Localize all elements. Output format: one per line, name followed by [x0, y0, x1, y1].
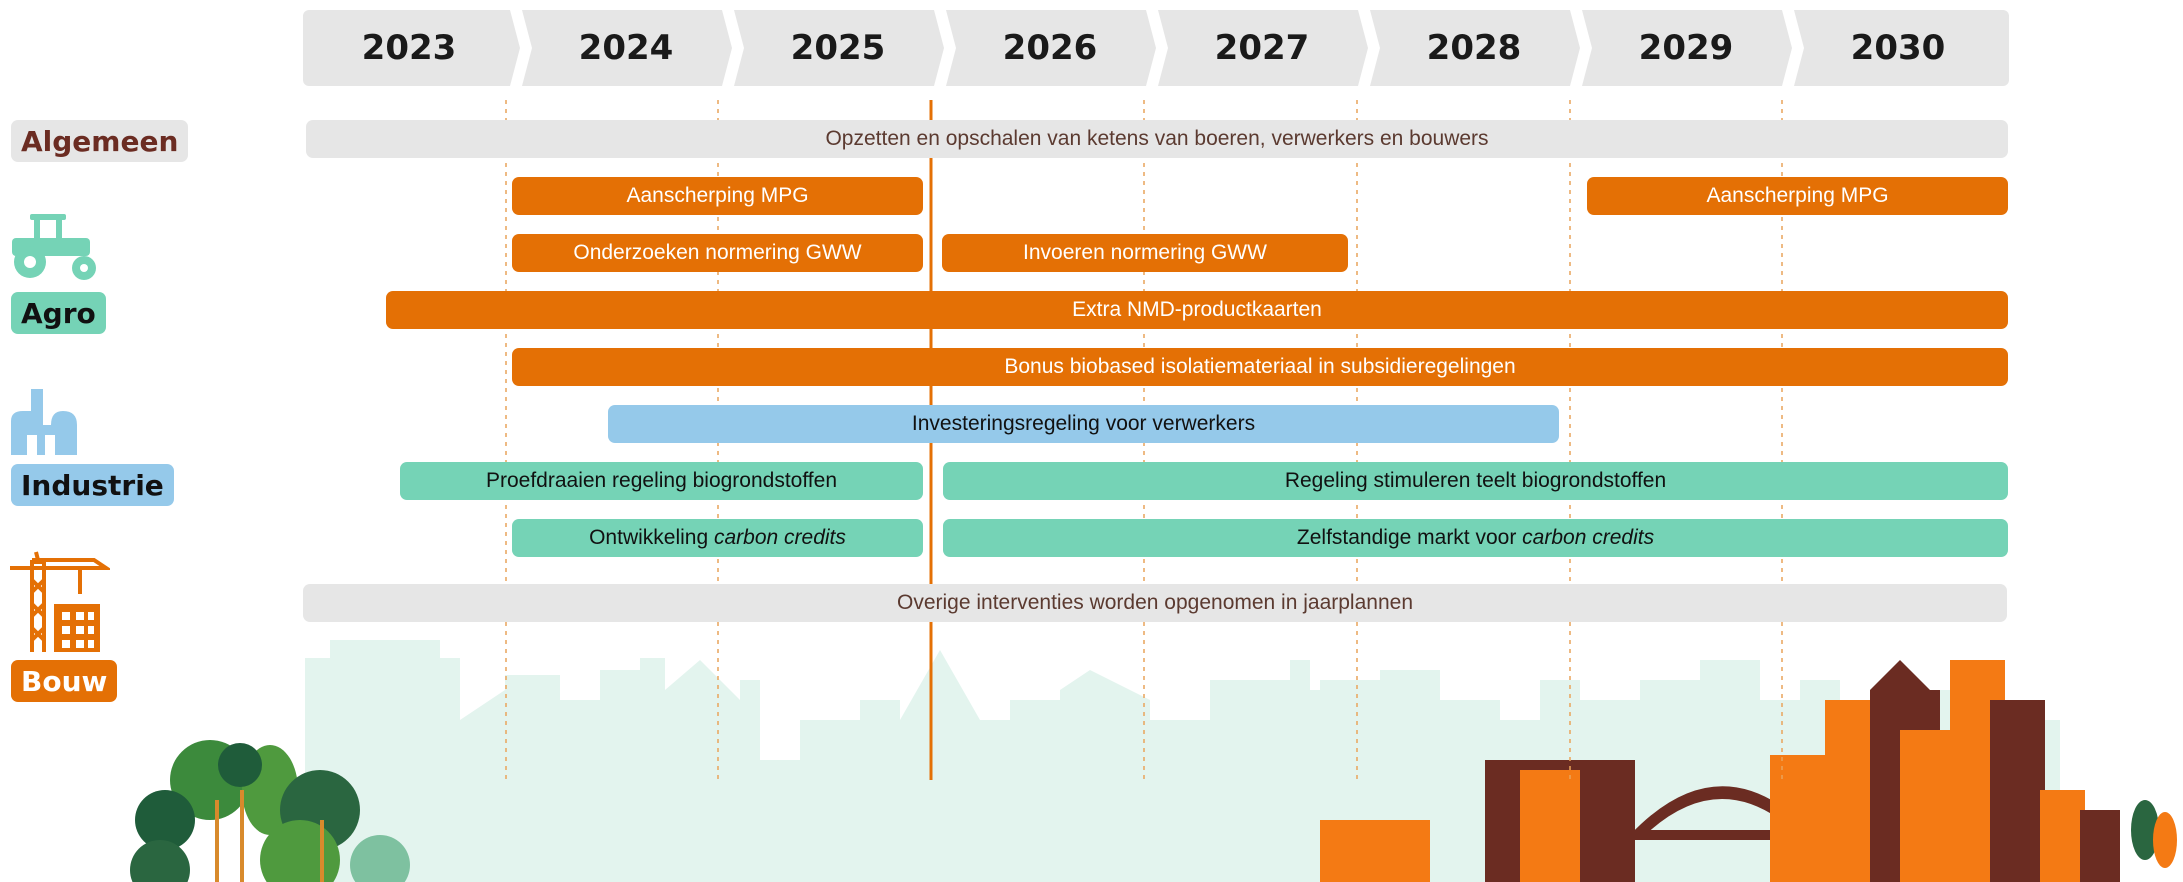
factory-icon [11, 389, 77, 455]
bar-overige-interventies: Overige interventies worden opgenomen in… [303, 584, 2007, 622]
category-algemeen-label: Algemeen [11, 120, 189, 162]
year-2025: 2025 [790, 28, 886, 68]
bar-zelfstandige-markt-carbon-credits: Zelfstandige markt voor carbon credits [943, 519, 2008, 557]
year-2028: 2028 [1426, 28, 1522, 68]
bar-extra-nmd-productkaarten: Extra NMD-productkaarten [386, 291, 2008, 329]
bar-proefdraaien-regeling: Proefdraaien regeling biogrondstoffen [400, 462, 923, 500]
bar-text-italic: carbon credits [1522, 526, 1655, 549]
bar-bonus-biobased-isolatie: Bonus biobased isolatiemateriaal in subs… [512, 348, 2008, 386]
bar-ontwikkeling-carbon-credits: Ontwikkeling carbon credits [512, 519, 923, 557]
bar-regeling-stimuleren-teelt: Regeling stimuleren teelt biogrondstoffe… [943, 462, 2008, 500]
bar-investeringsregeling-verwerkers: Investeringsregeling voor verwerkers [608, 405, 1559, 443]
category-bouw-label: Bouw [11, 660, 118, 702]
category-industrie-label: Industrie [11, 464, 174, 506]
bar-text: Ontwikkeling [589, 526, 714, 549]
category-agro-label: Agro [11, 292, 106, 334]
year-2027: 2027 [1214, 28, 1310, 68]
year-2024: 2024 [578, 28, 674, 68]
bar-onderzoeken-normering-gww: Onderzoeken normering GWW [512, 234, 923, 272]
year-2029: 2029 [1638, 28, 1734, 68]
year-2026: 2026 [1002, 28, 1098, 68]
bar-aanscherping-mpg-1: Aanscherping MPG [512, 177, 923, 215]
year-2030: 2030 [1850, 28, 1946, 68]
bar-ketens-opschalen: Opzetten en opschalen van ketens van boe… [306, 120, 2008, 158]
year-separator-chevrons [510, 10, 1804, 86]
bar-aanscherping-mpg-2: Aanscherping MPG [1587, 177, 2008, 215]
bar-text: Zelfstandige markt voor [1296, 526, 1523, 549]
trees-icon [130, 740, 410, 882]
bar-invoeren-normering-gww: Invoeren normering GWW [942, 234, 1348, 272]
construction-crane-icon [10, 551, 110, 652]
tractor-icon [12, 214, 96, 280]
city-buildings-icon [1320, 660, 2177, 882]
bar-text-italic: carbon credits [713, 526, 846, 549]
year-2023: 2023 [361, 28, 457, 68]
